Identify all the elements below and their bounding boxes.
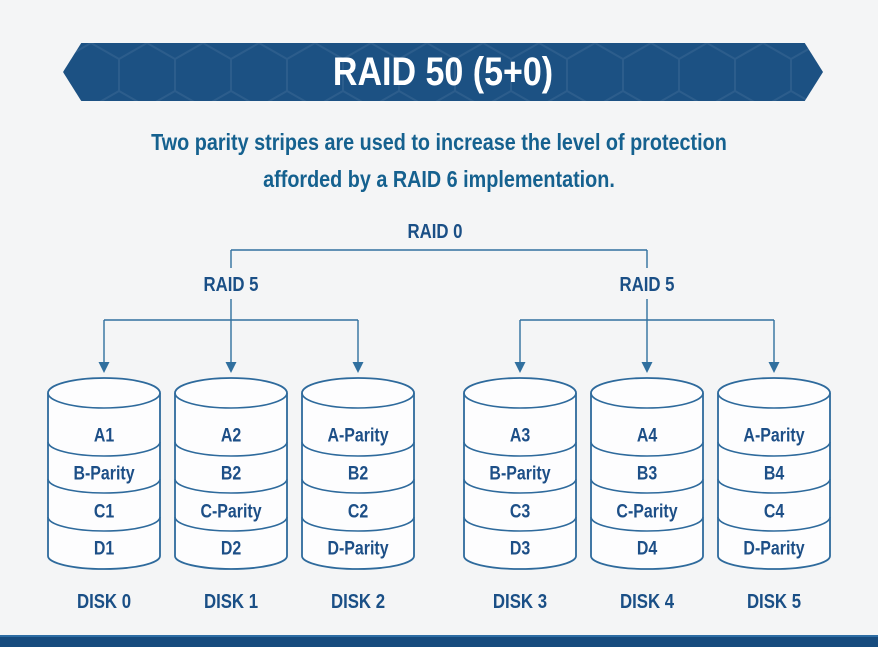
- subtitle-line: Two parity stripes are used to increase …: [151, 129, 727, 155]
- arrow-down-icon: [352, 362, 364, 373]
- disk-name-label: DISK 1: [204, 590, 258, 613]
- stripe-divider: [47, 478, 161, 494]
- page-title: RAID 50 (5+0): [332, 49, 554, 94]
- disk-4-cylinder: A4 B3 C-Parity D4 DISK 4: [590, 377, 704, 613]
- stripe-divider: [47, 441, 161, 457]
- cylinder-shape: [590, 377, 704, 570]
- disk-2-cylinder: A-Parity B2 C2 D-Parity DISK 2: [301, 377, 415, 613]
- disk-name-label: DISK 3: [493, 590, 547, 613]
- raid5-right-label: RAID 5: [619, 273, 674, 296]
- stripe-label: B4: [764, 462, 785, 484]
- raid5-right-connector-line: [519, 299, 775, 363]
- cylinder-rim: [463, 392, 577, 409]
- disk-name-label: DISK 5: [747, 590, 801, 613]
- disk-name-label: DISK 2: [331, 590, 385, 613]
- subtitle: Two parity stripes are used to increase …: [0, 124, 878, 198]
- stripe-label: B3: [637, 462, 658, 484]
- cylinder-rim: [301, 392, 415, 409]
- stripe-label: A4: [637, 424, 658, 446]
- stripe-label: D-Parity: [743, 537, 804, 559]
- stripe-label: B2: [221, 462, 242, 484]
- stripe-divider: [301, 478, 415, 494]
- subtitle-line: afforded by a RAID 6 implementation.: [263, 166, 615, 192]
- disk-5-cylinder: A-Parity B4 C4 D-Parity DISK 5: [717, 377, 831, 613]
- stripe-divider: [717, 441, 831, 457]
- stripe-label: C1: [94, 500, 115, 522]
- raid5-left-label: RAID 5: [203, 273, 258, 296]
- stripe-label: D4: [637, 537, 658, 559]
- stripe-divider: [174, 441, 288, 457]
- stripe-label: A3: [510, 424, 531, 446]
- arrow-down-icon: [768, 362, 780, 373]
- stripe-label: B-Parity: [73, 462, 134, 484]
- stripe-divider: [717, 478, 831, 494]
- stripe-divider: [590, 516, 704, 532]
- raid0-connector-line: [230, 249, 648, 268]
- stripe-label: D3: [510, 537, 531, 559]
- raid-diagram: RAID 0 RAID 5 RAID 5 A1 B-Parity C1 D1 D…: [47, 220, 831, 613]
- stripe-label: B2: [348, 462, 369, 484]
- footer-accent-bar: [0, 635, 878, 647]
- stripe-divider: [463, 516, 577, 532]
- stripe-divider: [301, 441, 415, 457]
- stripe-label: C-Parity: [616, 500, 677, 522]
- disk-0-cylinder: A1 B-Parity C1 D1 DISK 0: [47, 377, 161, 613]
- stripe-label: C-Parity: [200, 500, 261, 522]
- stripe-divider: [47, 516, 161, 532]
- stripe-label: D-Parity: [327, 537, 388, 559]
- stripe-label: A1: [94, 424, 115, 446]
- arrow-down-icon: [98, 362, 110, 373]
- stripe-divider: [174, 478, 288, 494]
- arrow-down-icon: [225, 362, 237, 373]
- raid0-label: RAID 0: [407, 220, 462, 243]
- stripe-divider: [463, 441, 577, 457]
- hex-pattern-icon: [63, 43, 823, 101]
- cylinder-rim: [717, 392, 831, 409]
- disk-3-cylinder: A3 B-Parity C3 D3 DISK 3: [463, 377, 577, 613]
- stripe-label: C4: [764, 500, 785, 522]
- cylinder-shape: [174, 377, 288, 570]
- stripe-label: A2: [221, 424, 242, 446]
- stripe-divider: [301, 516, 415, 532]
- cylinder-shape: [463, 377, 577, 570]
- stripe-divider: [590, 441, 704, 457]
- cylinder-rim: [590, 392, 704, 409]
- raid5-left-connector-line: [103, 299, 359, 363]
- stripe-divider: [590, 478, 704, 494]
- stripe-divider: [174, 516, 288, 532]
- stripe-label: C3: [510, 500, 531, 522]
- arrow-down-icon: [514, 362, 526, 373]
- stripe-divider: [717, 516, 831, 532]
- stripe-label: A-Parity: [327, 424, 388, 446]
- stripe-divider: [463, 478, 577, 494]
- cylinder-rim: [47, 392, 161, 409]
- disk-1-cylinder: A2 B2 C-Parity D2 DISK 1: [174, 377, 288, 613]
- cylinder-shape: [301, 377, 415, 570]
- stripe-label: C2: [348, 500, 369, 522]
- cylinder-shape: [717, 377, 831, 570]
- cylinder-shape: [47, 377, 161, 570]
- stripe-label: A-Parity: [743, 424, 804, 446]
- disk-name-label: DISK 0: [77, 590, 131, 613]
- stripe-label: D2: [221, 537, 242, 559]
- disk-name-label: DISK 4: [620, 590, 675, 613]
- cylinder-rim: [174, 392, 288, 409]
- title-banner: RAID 50 (5+0): [63, 43, 823, 101]
- stripe-label: B-Parity: [489, 462, 550, 484]
- stripe-label: D1: [94, 537, 115, 559]
- arrow-down-icon: [641, 362, 653, 373]
